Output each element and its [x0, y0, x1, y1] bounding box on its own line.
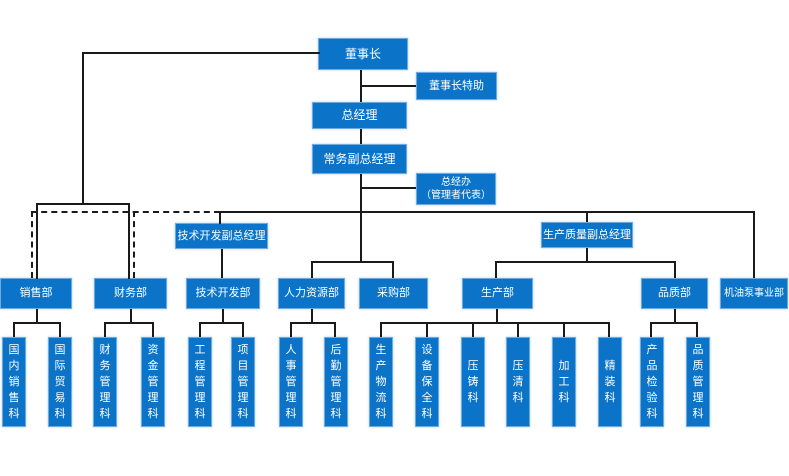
connector-line: [495, 261, 497, 278]
org-node-machining-section: 加工科: [552, 337, 576, 427]
connector-line: [586, 248, 588, 262]
org-node-finance-mgmt-section: 财务管理科: [93, 337, 117, 427]
connector-line: [311, 261, 394, 263]
org-node-personnel-mgmt-section: 人事管理科: [279, 337, 303, 427]
dashed-connector-line: [133, 211, 135, 278]
connector-line: [380, 322, 610, 324]
connector-line: [199, 322, 201, 337]
org-node-logistics-mgmt-section: 后勤管理科: [324, 337, 348, 427]
connector-line: [219, 211, 221, 224]
org-node-finance-dept: 财务部: [94, 278, 167, 309]
connector-line: [221, 249, 223, 278]
connector-line: [517, 322, 519, 337]
org-node-production-quality-deputy-gm: 生产质量副总经理: [541, 222, 633, 248]
connector-line: [334, 322, 336, 337]
connector-line: [130, 309, 132, 323]
connector-line: [650, 322, 697, 324]
connector-line: [222, 309, 224, 323]
connector-line: [242, 322, 244, 337]
org-node-finishing-section: 精装科: [598, 337, 622, 427]
org-node-pressure-cleaning-section: 压清科: [506, 337, 530, 427]
connector-line: [152, 322, 154, 337]
connector-line: [104, 322, 106, 337]
org-node-capital-mgmt-section: 资金管理科: [141, 337, 165, 427]
connector-line: [290, 322, 292, 337]
connector-line: [360, 129, 362, 144]
org-node-tech-dev-deputy-gm: 技术开发副总经理: [175, 223, 268, 249]
connector-line: [495, 261, 676, 263]
org-node-production-dept: 生产部: [462, 278, 533, 309]
org-node-purchasing-dept: 采购部: [359, 278, 428, 309]
org-node-die-casting-section: 压铸科: [461, 337, 485, 427]
org-node-sales-dept: 销售部: [0, 278, 72, 309]
connector-line: [311, 309, 313, 323]
connector-line: [59, 322, 61, 337]
org-node-domestic-sales-section: 国内销售科: [2, 337, 26, 427]
org-node-equipment-maintenance-section: 设备保全科: [415, 337, 439, 427]
dashed-connector-line: [31, 211, 220, 213]
connector-line: [13, 322, 61, 324]
connector-line: [696, 322, 698, 337]
connector-line: [426, 322, 428, 337]
org-node-project-mgmt-section: 项目管理科: [231, 337, 255, 427]
org-node-engineering-mgmt-section: 工程管理科: [188, 337, 212, 427]
connector-line: [563, 322, 565, 337]
connector-line: [472, 322, 474, 337]
connector-line: [674, 309, 676, 323]
connector-line: [392, 261, 394, 278]
connector-line: [311, 261, 313, 278]
connector-line: [36, 203, 38, 279]
connector-line: [608, 322, 610, 337]
connector-line: [496, 309, 498, 323]
connector-line: [360, 174, 362, 263]
connector-line: [13, 322, 15, 337]
org-node-product-inspection-section: 产品检验科: [640, 337, 664, 427]
connector-line: [82, 52, 320, 54]
connector-line: [674, 261, 676, 278]
connector-line: [380, 322, 382, 337]
connector-line: [36, 203, 130, 205]
connector-line: [586, 211, 588, 222]
connector-line: [128, 203, 130, 279]
org-node-executive-deputy-gm: 常务副总经理: [312, 144, 407, 174]
connector-line: [753, 211, 755, 278]
connector-line: [82, 52, 84, 205]
connector-line: [361, 85, 416, 87]
connector-line: [199, 322, 244, 324]
org-node-intl-trade-section: 国际贸易科: [48, 337, 72, 427]
org-node-oil-pump-division: 机油泵事业部: [720, 278, 788, 309]
org-node-tech-dev-dept: 技术开发部: [186, 278, 260, 309]
connector-line: [36, 309, 38, 323]
connector-line: [219, 211, 755, 213]
connector-line: [650, 322, 652, 337]
org-node-quality-mgmt-section: 品质管理科: [686, 337, 710, 427]
connector-line: [361, 187, 416, 189]
org-node-gm-office: 总经办 （管理者代表）: [416, 173, 496, 205]
dashed-connector-line: [31, 211, 33, 278]
connector-line: [290, 322, 336, 324]
connector-line: [104, 322, 154, 324]
org-node-quality-dept: 品质部: [641, 278, 708, 309]
org-node-chairman: 董事长: [318, 38, 408, 70]
org-node-hr-dept: 人力资源部: [278, 278, 345, 309]
org-node-production-logistics-section: 生产物流科: [369, 337, 393, 427]
org-node-general-manager: 总经理: [312, 102, 407, 129]
org-node-chairman-aide: 董事长特助: [416, 72, 497, 100]
